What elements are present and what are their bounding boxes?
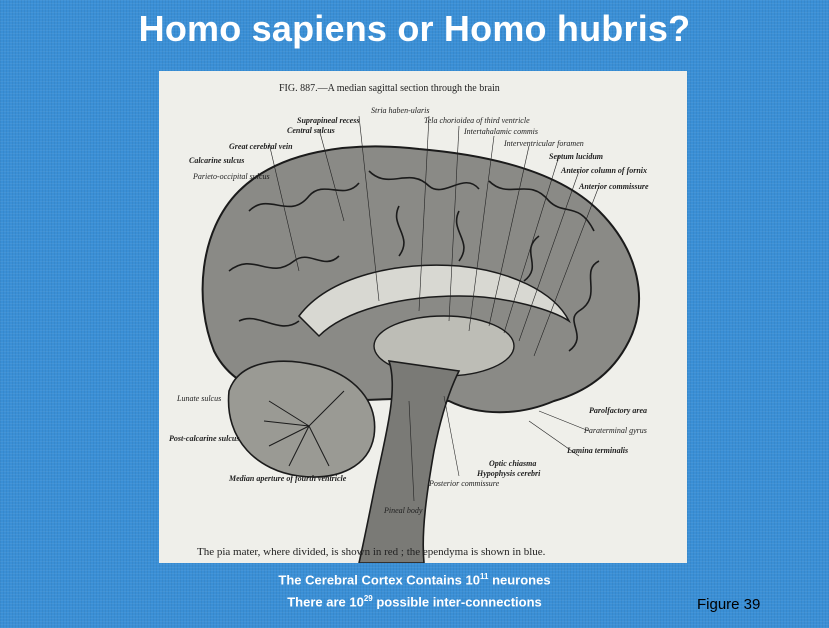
- caption-line-2-prefix: There are 10: [287, 594, 364, 609]
- figure-caption-bottom: The pia mater, where divided, is shown i…: [197, 546, 546, 558]
- label-central-sulcus: Central sulcus: [287, 126, 335, 135]
- label-hypophysis-cerebri: Hypophysis cerebri: [476, 469, 541, 478]
- caption-line-1-prefix: The Cerebral Cortex Contains 10: [278, 572, 480, 587]
- caption-line-2-suffix: possible inter-connections: [373, 594, 542, 609]
- label-post-calcarine-sulcus: Post-calcarine sulcus: [169, 434, 239, 443]
- caption-line-2-exponent: 29: [364, 594, 373, 603]
- caption-line-1: The Cerebral Cortex Contains 1011 neuron…: [0, 572, 829, 587]
- label-anterior-commissure: Anterior commissure: [578, 182, 649, 191]
- label-intertahalamic: Intertahalamic commis: [463, 127, 538, 136]
- label-posterior-commissure: Posterior commissure: [428, 479, 500, 488]
- label-calcarine-sulcus: Calcarine sulcus: [189, 156, 244, 165]
- label-lunate-sulcus: Lunate sulcus: [176, 394, 221, 403]
- label-parolfactory-area: Parolfactory area: [589, 406, 647, 415]
- label-parieto-occipital: Parieto-occipital sulcus: [192, 172, 270, 181]
- brain-illustration: FIG. 887.—A median sagittal section thro…: [159, 71, 687, 563]
- label-median-aperture: Median aperture of fourth ventricle: [228, 474, 347, 483]
- label-tela-chorioidea: Tela chorioidea of third ventricle: [424, 116, 530, 125]
- brain-section-figure: FIG. 887.—A median sagittal section thro…: [159, 71, 687, 563]
- label-optic-chiasma: Optic chiasma: [489, 459, 536, 468]
- label-septum-lucidum: Septum lucidum: [549, 152, 603, 161]
- slide-title: Homo sapiens or Homo hubris?: [0, 8, 829, 50]
- label-great-cerebral-vein: Great cerebral vein: [229, 142, 293, 151]
- figure-caption-top: FIG. 887.—A median sagittal section thro…: [279, 83, 500, 94]
- label-stria-habenularis: Stria haben-ularis: [371, 106, 429, 115]
- label-paraterminal-gyrus: Paraterminal gyrus: [583, 426, 647, 435]
- label-pineal-body: Pineal body: [383, 506, 423, 515]
- caption-line-1-suffix: neurones: [488, 572, 550, 587]
- label-suprapineal-recess: Suprapineal recess: [297, 116, 359, 125]
- label-anterior-column-fornix: Anterior column of fornix: [560, 166, 647, 175]
- label-lamina-terminalis: Lamina terminalis: [566, 446, 628, 455]
- figure-number-label: Figure 39: [697, 596, 760, 613]
- label-interventricular-foramen: Interventricular foramen: [503, 139, 584, 148]
